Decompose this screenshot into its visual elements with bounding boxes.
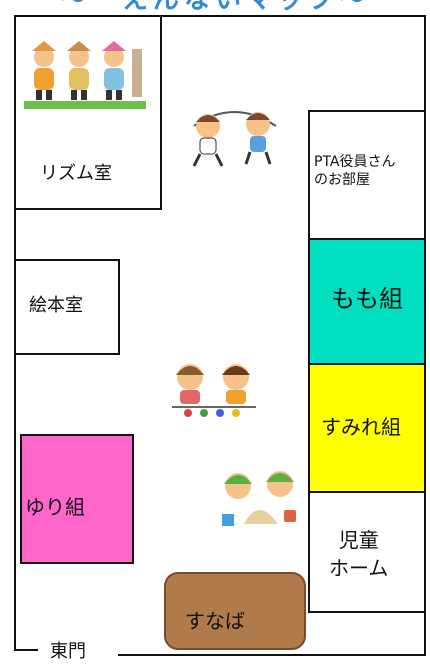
room-picture-book: 絵本室: [14, 259, 120, 355]
room-jido-home-label: 児童 ホーム: [329, 528, 389, 580]
room-yuri-label: ゆり組: [25, 495, 85, 519]
room-momo: もも組: [308, 238, 426, 365]
room-pta: PTA役員さん のお部屋: [308, 110, 426, 240]
room-picture-book-label: 絵本室: [29, 295, 83, 316]
room-rhythm: リズム室: [14, 15, 162, 210]
room-pta-label: PTA役員さん のお部屋: [314, 154, 396, 188]
map-title: 〜ーえんないマップ〜: [59, 0, 370, 15]
sandbox-children-icon: [222, 471, 296, 526]
wall-top: [14, 15, 424, 17]
room-sumire-label: すみれ組: [321, 415, 401, 439]
sandbox-label: すなば: [185, 609, 245, 633]
jump-rope-children-icon: [192, 111, 277, 167]
sandbox-area: すなば: [164, 572, 306, 650]
room-yuri: ゆり組: [20, 434, 134, 564]
east-gate-label: 東門: [50, 641, 86, 662]
children-playing-icon: [172, 364, 256, 417]
room-jido-home: 児童 ホーム: [308, 491, 426, 613]
room-rhythm-label: リズム室: [40, 163, 112, 184]
children-picture-icon: [24, 39, 146, 109]
room-sumire: すみれ組: [308, 363, 426, 493]
room-momo-label: もも組: [331, 285, 403, 313]
wall-bottom-right: [118, 654, 426, 656]
wall-bottom-left: [14, 649, 38, 651]
